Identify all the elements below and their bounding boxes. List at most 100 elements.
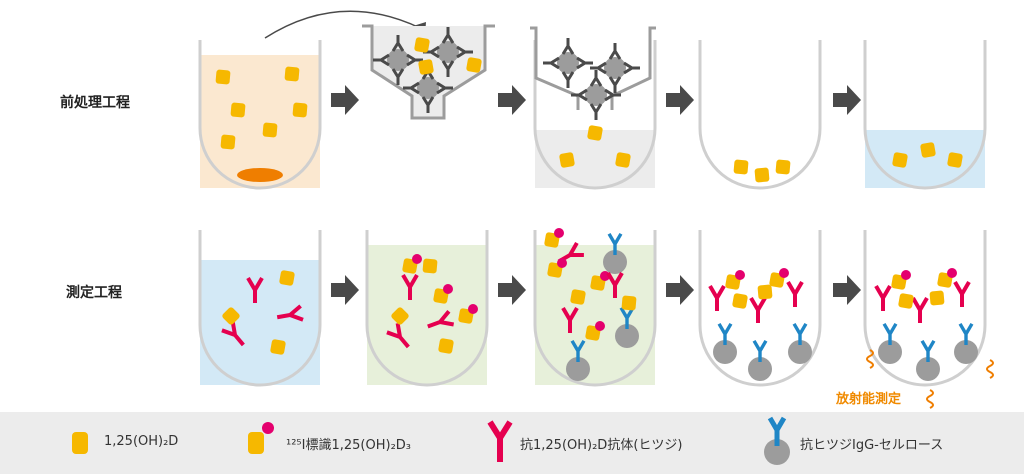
arrow-icon <box>833 85 861 115</box>
vitd-square <box>466 57 482 73</box>
legend-icons <box>72 416 790 465</box>
antibody <box>882 322 898 346</box>
immobilized-antibody <box>436 81 453 95</box>
antibody <box>786 280 804 307</box>
cellulose-bead <box>748 357 772 381</box>
vitd-square <box>898 293 914 309</box>
resin-bead <box>604 57 626 79</box>
vitd-square <box>284 66 300 82</box>
vitd-square <box>587 125 603 141</box>
anti-igg-icon <box>767 416 787 446</box>
vitd-square <box>570 289 586 305</box>
antibody <box>958 322 974 346</box>
cellulose-bead <box>713 340 737 364</box>
antibody <box>874 284 892 311</box>
antibody-icon <box>487 420 513 462</box>
vitd-square <box>262 122 278 138</box>
column-in-tube <box>530 26 656 110</box>
immobilized-antibody <box>576 56 593 70</box>
vitd-square <box>732 293 748 309</box>
legend-vitd: 1,25(OH)₂D <box>104 434 179 449</box>
resin-bead <box>387 49 409 71</box>
immobilized-antibody <box>441 60 455 77</box>
tube <box>365 230 489 387</box>
arrow-icon <box>498 85 526 115</box>
antibody <box>221 320 245 347</box>
immobilized-antibody <box>589 103 603 120</box>
immobilized-antibody <box>608 76 622 93</box>
resin-bead <box>437 41 459 63</box>
liquid <box>865 130 985 188</box>
arrow-icon <box>666 275 694 305</box>
vitd-square <box>892 152 908 168</box>
iodine-label-dot <box>779 268 789 278</box>
immobilized-antibody <box>406 53 423 67</box>
iodine-label-dot <box>412 254 422 264</box>
resin-bead <box>585 84 607 106</box>
iodine-label-dot <box>557 258 567 268</box>
legend-anti-igg-cellulose: 抗ヒツジIgG-セルロース <box>800 438 944 453</box>
tube <box>533 230 657 387</box>
tube <box>698 40 822 190</box>
tube <box>698 230 822 387</box>
immobilized-antibody <box>543 56 560 70</box>
iodine-label-dot <box>443 284 453 294</box>
cellulose-bead <box>566 357 590 381</box>
vitd-square <box>391 307 409 325</box>
vitd-square <box>292 102 308 118</box>
antibody <box>619 306 635 330</box>
iodine-label-dot <box>554 228 564 238</box>
vitd-square <box>615 152 631 168</box>
transfer-arrow <box>264 10 421 39</box>
radiation-wave-icon <box>866 349 874 369</box>
resin-bead <box>557 52 579 74</box>
tube <box>198 40 322 190</box>
arrow-icon <box>331 275 359 305</box>
vitd-square <box>757 284 773 300</box>
antibody <box>401 273 419 300</box>
cellulose-bead-icon <box>764 439 790 465</box>
vitd-square <box>754 167 770 183</box>
legend: 1,25(OH)₂D ¹²⁵I標識1,25(OH)₂D₃ 抗1,25(OH)₂D… <box>0 412 1024 474</box>
iodine-label-dot <box>735 270 745 280</box>
radiation-wave-icon <box>986 359 994 379</box>
arrow-icon <box>498 275 526 305</box>
immobilized-antibody <box>403 81 420 95</box>
cellulose-bead <box>788 340 812 364</box>
radiation-wave-icon <box>926 389 934 409</box>
cellulose-bead <box>615 324 639 348</box>
vitd-square <box>230 102 246 118</box>
legend-antibody: 抗1,25(OH)₂D抗体(ヒツジ) <box>520 438 683 453</box>
antibody <box>911 296 929 323</box>
arrow-icon <box>666 85 694 115</box>
antibody <box>607 232 623 256</box>
vitd-square <box>220 134 236 150</box>
antibody <box>606 271 624 298</box>
antibody <box>708 284 726 311</box>
antibody <box>752 339 768 363</box>
tube <box>863 230 987 387</box>
immobilized-antibody <box>571 88 588 102</box>
vitd-square <box>733 159 749 175</box>
antibody <box>246 276 264 303</box>
vitd-square <box>929 290 945 306</box>
immobilized-antibody <box>589 70 603 87</box>
vitd-square <box>422 258 438 274</box>
vitd-square <box>775 159 791 175</box>
vitd-square <box>438 338 454 354</box>
vitd-square <box>215 69 231 85</box>
cellulose-bead <box>916 357 940 381</box>
vitd-square-icon <box>72 432 88 454</box>
tube <box>863 40 987 190</box>
immobilized-antibody <box>561 38 575 55</box>
immobilized-antibody <box>373 53 390 67</box>
assay-diagram <box>198 10 994 409</box>
iodine-label-dot <box>947 268 957 278</box>
antibody <box>717 322 733 346</box>
immobilized-antibody <box>623 61 640 75</box>
row-label-measurement: 測定工程 <box>66 285 122 301</box>
pellet <box>237 168 283 182</box>
cellulose-bead <box>878 340 902 364</box>
vitd-square <box>920 142 936 158</box>
vitd-square <box>418 59 434 75</box>
